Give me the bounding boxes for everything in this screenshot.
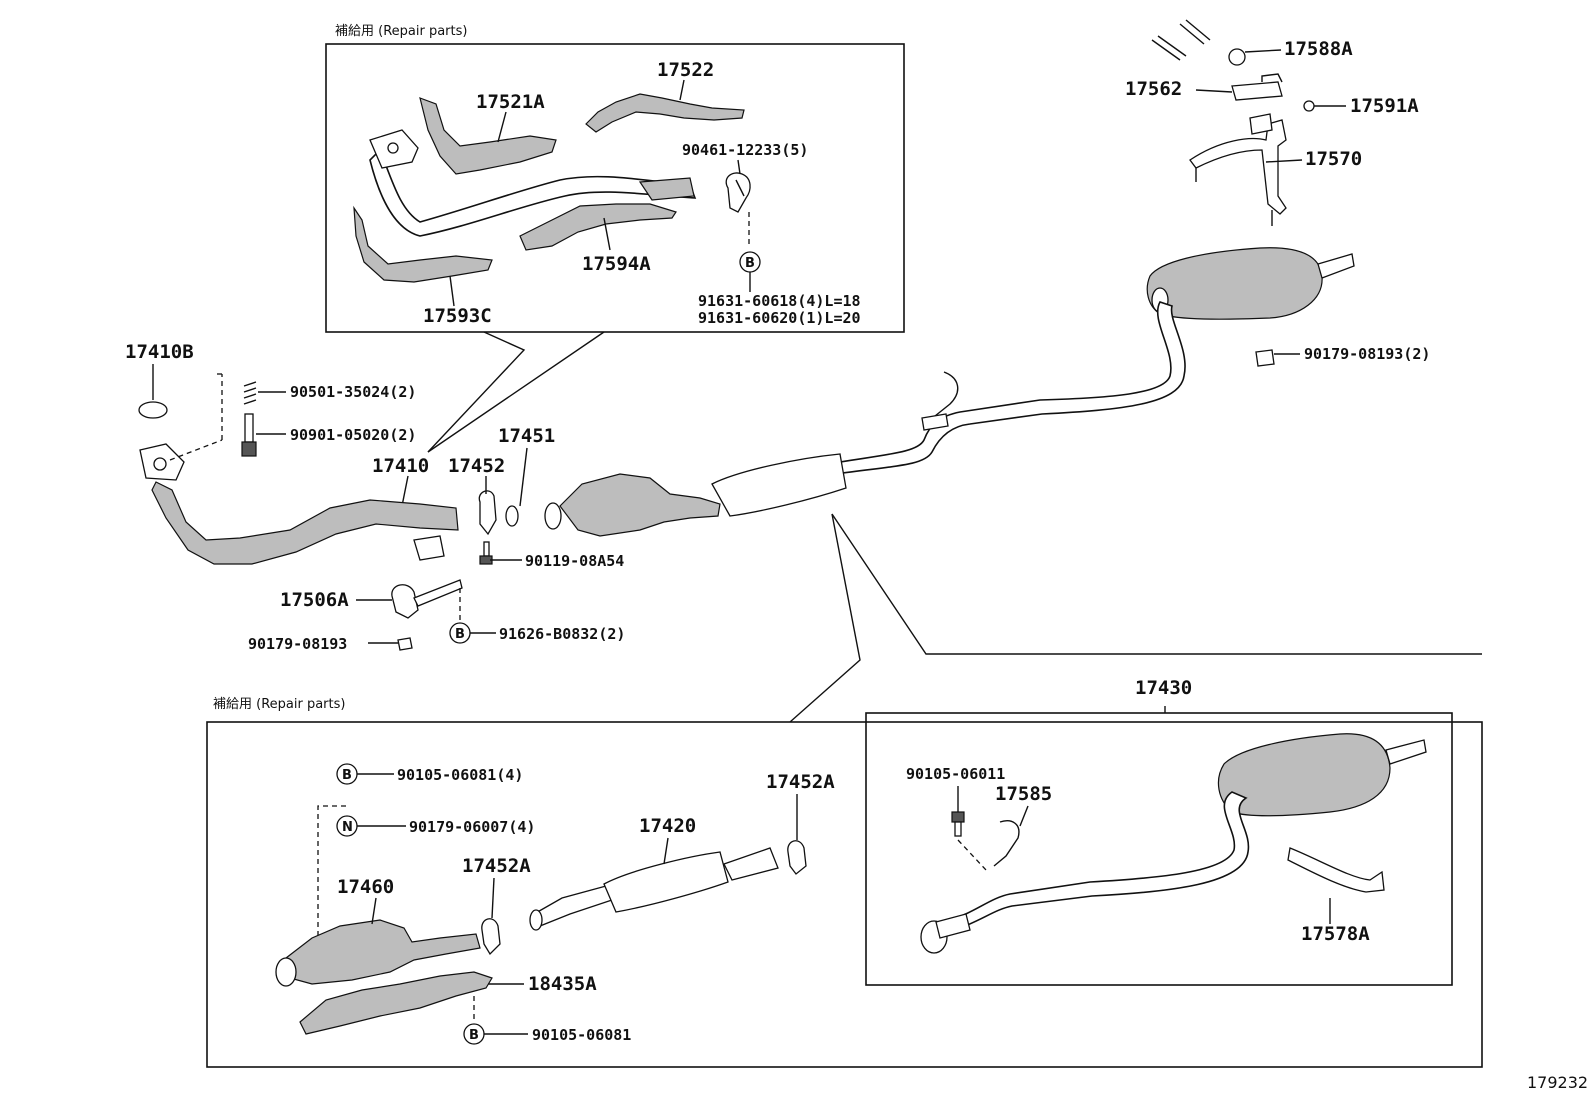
- hanger-rods-17588A: [1151, 19, 1211, 61]
- top-box-pointer-left: [427, 331, 526, 453]
- label-17452A-right: 17452A: [766, 771, 835, 793]
- label-17521A: 17521A: [476, 91, 545, 113]
- dash-n-bolt: [317, 805, 346, 976]
- label-90461-12233: 90461-12233(5): [682, 141, 808, 159]
- leader-17585: [1019, 805, 1029, 827]
- support-17506A: [391, 579, 463, 619]
- gasket-17452: [478, 490, 497, 536]
- label-17460: 17460: [337, 876, 394, 898]
- tail-pipe-box: [865, 712, 1453, 986]
- gasket-17452A-right: [787, 840, 807, 875]
- label-90105-06081: 90105-06081: [532, 1026, 631, 1044]
- label-17570: 17570: [1305, 148, 1362, 170]
- label-90179-08193-top: 90179-08193(2): [1304, 345, 1430, 363]
- label-17506A: 17506A: [280, 589, 349, 611]
- sub-muffler-17420: [529, 847, 779, 931]
- bolt-b-callout-bottom2-label: B: [469, 1028, 479, 1043]
- center-pipe: [834, 301, 1186, 475]
- top-box-pointer-right: [427, 331, 605, 453]
- bracket-17570: [1189, 113, 1287, 226]
- leader-17410: [401, 475, 409, 507]
- label-90105-06011: 90105-06011: [906, 765, 1005, 783]
- leader-17588A: [1244, 49, 1282, 53]
- leader-17460: [371, 897, 377, 925]
- label-17591A: 17591A: [1350, 95, 1419, 117]
- heat-insulator-18435A: [299, 971, 493, 1035]
- label-91631-60620: 91631-60620(1)L=20: [698, 309, 861, 327]
- label-17430: 17430: [1135, 677, 1192, 699]
- bolt-b-callout-bottom1-label: B: [342, 768, 352, 783]
- label-91626-B0832: 91626-B0832(2): [499, 625, 625, 643]
- nut-90179-top: [1255, 349, 1275, 367]
- gasket-17452A-left: [481, 918, 501, 956]
- pointer-right-box: [831, 513, 1482, 655]
- front-pipe-with-insulators: [353, 93, 745, 283]
- leader-17522: [679, 79, 685, 101]
- bottom-repair-header: 補給用 (Repair parts): [213, 697, 345, 712]
- label-17451: 17451: [498, 425, 555, 447]
- bolt-b-callout-top-label: B: [745, 256, 755, 271]
- cushion-17588A: [1228, 48, 1246, 66]
- label-17452A-left: 17452A: [462, 855, 531, 877]
- bracket-17578A: [1287, 847, 1385, 893]
- bottom-repair-box: [206, 721, 1483, 1068]
- leader-17521A: [497, 111, 507, 143]
- label-90179-08193-mid: 90179-08193: [248, 635, 347, 653]
- label-17452: 17452: [448, 455, 505, 477]
- catalytic-converter: [544, 473, 721, 537]
- label-90105-06081-4: 90105-06081(4): [397, 766, 523, 784]
- leader-17451: [519, 447, 528, 507]
- leader-17452A-left: [491, 877, 495, 919]
- gasket-17451: [505, 505, 519, 527]
- leader-17593C: [449, 275, 455, 307]
- gasket-17410B: [138, 401, 168, 419]
- sub-muffler: [711, 453, 847, 517]
- label-17593C: 17593C: [423, 305, 492, 327]
- leader-17562: [1195, 89, 1233, 93]
- leader-17570: [1265, 159, 1303, 163]
- front-exhaust-pipe-17410: [139, 443, 459, 565]
- figure-number: 179232: [1527, 1073, 1588, 1092]
- clamp-90461: [725, 172, 751, 213]
- label-17588A: 17588A: [1284, 38, 1353, 60]
- label-17562: 17562: [1125, 78, 1182, 100]
- nut-17591A: [1303, 100, 1315, 112]
- label-90179-06007: 90179-06007(4): [409, 818, 535, 836]
- bracket-17585: [993, 820, 1020, 867]
- bolt-90105-06011: [951, 811, 965, 837]
- label-90901-05020: 90901-05020(2): [290, 426, 416, 444]
- dash-17585: [957, 839, 987, 871]
- label-17585: 17585: [995, 783, 1052, 805]
- bolt-b-callout-mid-label: B: [455, 627, 465, 642]
- label-90119-08A54: 90119-08A54: [525, 552, 624, 570]
- leader-17594A: [603, 217, 611, 251]
- pointer-bottom-left-box: [789, 513, 861, 723]
- spring-90501: [243, 381, 257, 405]
- bolt-90901: [241, 413, 257, 457]
- label-17522: 17522: [657, 59, 714, 81]
- nut-90179-mid: [397, 637, 413, 651]
- leader-17420: [663, 837, 669, 865]
- label-17410B: 17410B: [125, 341, 194, 363]
- label-17410: 17410: [372, 455, 429, 477]
- label-17578A: 17578A: [1301, 923, 1370, 945]
- top-repair-header: 補給用 (Repair parts): [335, 24, 467, 39]
- catalytic-converter-17460: [275, 919, 481, 987]
- tail-muffler: [1146, 247, 1355, 320]
- top-repair-box: [325, 43, 905, 333]
- label-90501-35024: 90501-35024(2): [290, 383, 416, 401]
- dash-flange: [169, 439, 223, 461]
- cushion-17562: [1231, 81, 1283, 101]
- label-91631-60618: 91631-60618(4)L=18: [698, 292, 861, 310]
- nut-n-callout-label: N: [342, 820, 353, 835]
- tail-pipe-assembly: [920, 733, 1427, 954]
- label-17420: 17420: [639, 815, 696, 837]
- label-17594A: 17594A: [582, 253, 651, 275]
- leader-90461: [737, 159, 741, 175]
- label-18435A: 18435A: [528, 973, 597, 995]
- sensor-wire: [929, 371, 959, 421]
